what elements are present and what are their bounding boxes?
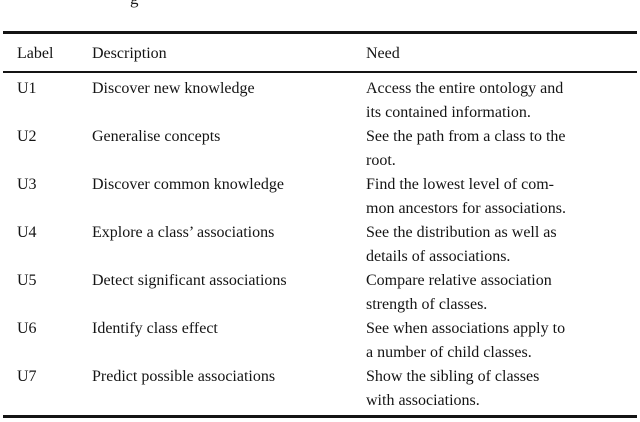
row-description: Discover new knowledge: [92, 80, 255, 97]
need-line: details of associations.: [366, 247, 511, 265]
row-description: Detect significant associations: [92, 272, 287, 289]
row-need: Show the sibling of classes with associa…: [366, 365, 637, 412]
need-line: with associations.: [366, 391, 480, 409]
column-header-label: Label: [17, 45, 54, 62]
column-header-description: Description: [92, 45, 167, 62]
row-need: See the distribution as well as details …: [366, 221, 637, 268]
row-label: U6: [17, 320, 37, 337]
table-header-row: Label Description Need: [3, 34, 637, 73]
row-label: U2: [17, 128, 37, 145]
need-line: its contained information.: [366, 103, 531, 121]
need-line: Show the sibling of classes: [366, 368, 540, 385]
table-body: U1 Discover new knowledge Access the ent…: [3, 73, 637, 415]
row-description: Explore a class’ associations: [92, 224, 275, 241]
row-label: U4: [17, 224, 37, 241]
caption-fragment-glyph: g: [130, 0, 154, 8]
need-line: a number of child classes.: [366, 343, 532, 361]
need-line: strength of classes.: [366, 295, 488, 313]
requirements-table: Label Description Need U1 Discover new k…: [3, 31, 637, 418]
row-label: U3: [17, 176, 37, 193]
row-need: See when associations apply to a number …: [366, 317, 637, 364]
row-need: Compare relative association strength of…: [366, 269, 637, 316]
table-row: U2 Generalise concepts See the path from…: [3, 125, 637, 172]
row-label: U7: [17, 368, 37, 385]
need-line: See when associations apply to: [366, 320, 566, 337]
table-row: U5 Detect significant associations Compa…: [3, 269, 637, 316]
need-line: Compare relative association: [366, 272, 552, 289]
need-line: Access the entire ontology and: [366, 80, 564, 97]
row-need: See the path from a class to the root.: [366, 125, 637, 172]
table-row: U1 Discover new knowledge Access the ent…: [3, 77, 637, 124]
need-line: Find the lowest level of com-: [366, 176, 554, 193]
column-header-need: Need: [366, 45, 400, 62]
cut-off-caption-fragment: g: [130, 0, 154, 8]
row-need: Access the entire ontology and its conta…: [366, 77, 637, 124]
row-description: Identify class effect: [92, 320, 218, 337]
need-line: root.: [366, 151, 396, 169]
table-row: U4 Explore a class’ associations See the…: [3, 221, 637, 268]
row-description: Predict possible associations: [92, 368, 276, 385]
need-line: mon ancestors for associations.: [366, 199, 566, 217]
row-label: U1: [17, 80, 37, 97]
table-row: U6 Identify class effect See when associ…: [3, 317, 637, 364]
row-label: U5: [17, 272, 37, 289]
need-line: See the distribution as well as: [366, 224, 557, 241]
row-description: Generalise concepts: [92, 128, 221, 145]
table-row: U7 Predict possible associations Show th…: [3, 365, 637, 412]
table-row: U3 Discover common knowledge Find the lo…: [3, 173, 637, 220]
need-line: See the path from a class to the: [366, 128, 566, 145]
row-description: Discover common knowledge: [92, 176, 284, 193]
row-need: Find the lowest level of com- mon ancest…: [366, 173, 637, 220]
